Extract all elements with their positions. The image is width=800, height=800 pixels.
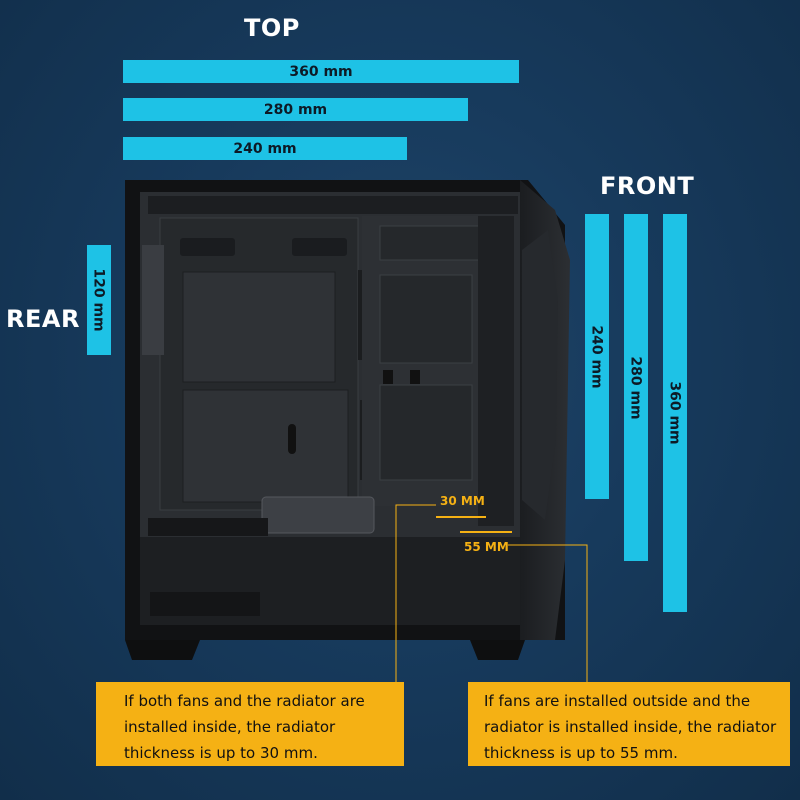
clearance-outer-label: 55 MM xyxy=(464,540,509,554)
callout-outside: If fans are installed outside and the ra… xyxy=(468,682,790,766)
cpu-cutout xyxy=(182,271,336,383)
leader-line-inside xyxy=(395,504,436,682)
front-bar-label: 240 mm xyxy=(589,324,605,389)
top-bar-280: 280 mm xyxy=(123,98,468,121)
label-top: TOP xyxy=(244,14,300,42)
label-front: FRONT xyxy=(600,172,695,200)
leader-line-outside xyxy=(508,544,588,682)
bottom-fan xyxy=(261,496,375,534)
rear-bar-label: 120 mm xyxy=(91,268,107,332)
rear-bar-120: 120 mm xyxy=(87,245,111,355)
callout-inside: If both fans and the radiator are instal… xyxy=(96,682,404,766)
rear-fan xyxy=(142,245,164,355)
top-bar-360: 360 mm xyxy=(123,60,519,83)
top-bar-240: 240 mm xyxy=(123,137,407,160)
front-bar-240: 240 mm xyxy=(585,214,609,499)
front-bar-280: 280 mm xyxy=(624,214,648,561)
foot-right xyxy=(470,640,525,660)
front-bar-360: 360 mm xyxy=(663,214,687,612)
front-bar-label: 360 mm xyxy=(667,381,683,445)
label-rear: REAR xyxy=(6,305,80,333)
top-vent xyxy=(148,196,518,214)
top-bar-label: 280 mm xyxy=(263,101,328,118)
front-mesh xyxy=(478,216,514,526)
foot-left xyxy=(125,640,200,660)
drive-tray-lower xyxy=(379,384,473,481)
front-bezel-facet xyxy=(522,230,558,520)
clearance-inner-label: 30 MM xyxy=(440,494,485,508)
top-bar-label: 360 mm xyxy=(289,63,353,80)
drive-tray-upper xyxy=(379,274,473,364)
front-bar-label: 280 mm xyxy=(628,355,644,420)
top-bar-label: 240 mm xyxy=(233,140,297,157)
